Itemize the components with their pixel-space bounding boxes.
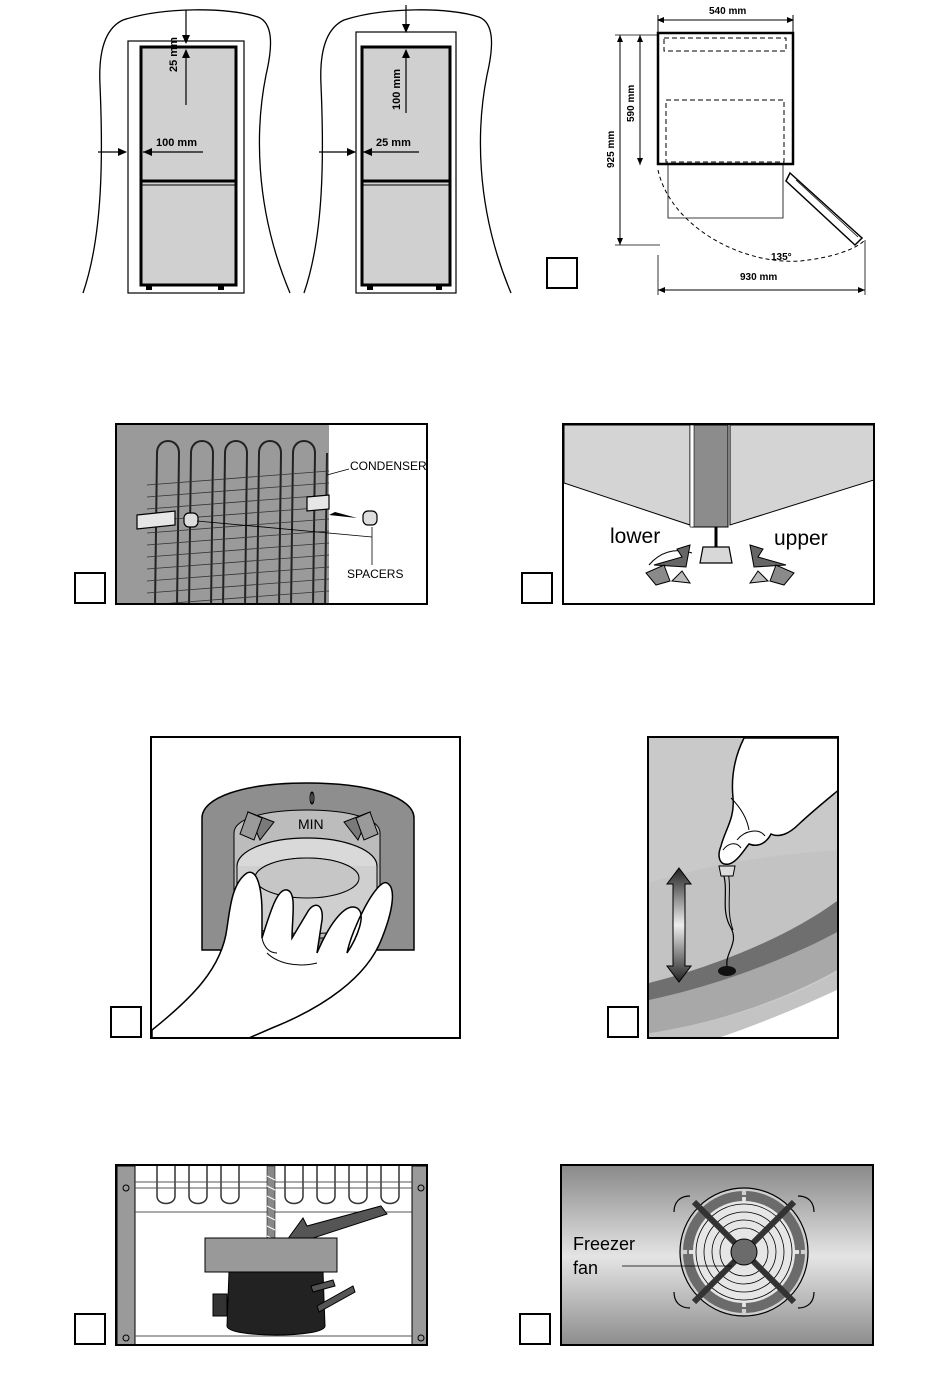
condenser-label: CONDENSER — [350, 459, 427, 473]
side-gap-label-a: 100 mm — [156, 137, 197, 149]
angle-label: 135° — [771, 252, 792, 263]
side-gap-label-b: 25 mm — [376, 137, 411, 149]
top-gap-label-b: 100 mm — [391, 69, 403, 110]
lower-label: lower — [610, 525, 660, 549]
figure-number-box-6 — [607, 1006, 639, 1038]
figure-number-box-8 — [519, 1313, 551, 1345]
condenser-figure: CONDENSER SPACERS — [115, 423, 428, 605]
thermostat-knob-figure: MIN — [150, 736, 461, 1039]
width-label: 540 mm — [709, 6, 746, 17]
adjustable-feet-figure: lower upper — [562, 423, 875, 605]
top-gap-label-a: 25 mm — [168, 37, 180, 72]
freezer-fan-label-line1: Freezer — [573, 1234, 635, 1255]
freezer-fan-figure: Freezer fan — [560, 1164, 874, 1346]
installation-diagram-b — [299, 5, 514, 297]
figure-number-box-4 — [521, 572, 553, 604]
total-width-label: 930 mm — [740, 272, 777, 283]
figure-number-box-7 — [74, 1313, 106, 1345]
depth-label: 590 mm — [626, 85, 637, 122]
freezer-fan-label-line2: fan — [573, 1258, 598, 1279]
figure-number-box-3 — [74, 572, 106, 604]
figure-number-box-2 — [546, 257, 578, 289]
compressor-figure — [115, 1164, 428, 1346]
figure-number-box-5 — [110, 1006, 142, 1038]
installation-diagram-a — [78, 5, 293, 297]
depth-open-label: 925 mm — [606, 131, 617, 168]
upper-label: upper — [774, 527, 828, 551]
dimensions-diagram — [600, 5, 875, 297]
drain-hole-figure — [647, 736, 839, 1039]
min-label: MIN — [298, 816, 324, 832]
spacers-label: SPACERS — [347, 567, 403, 581]
